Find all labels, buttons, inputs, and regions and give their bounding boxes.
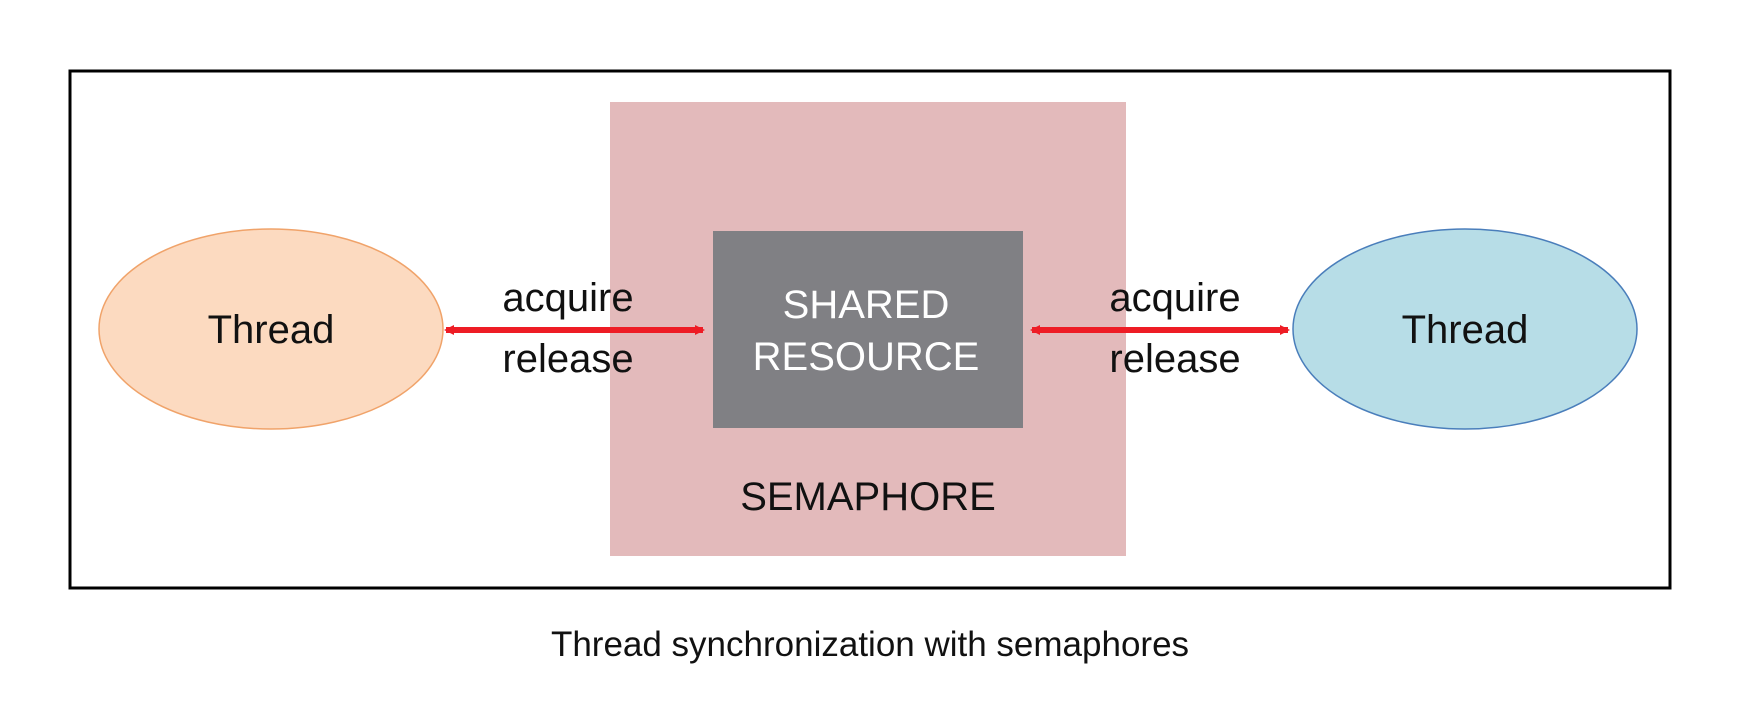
left-acquire-label: acquire (502, 276, 633, 320)
shared-resource-box (713, 231, 1023, 428)
left-thread-label: Thread (208, 308, 335, 352)
shared-resource-label-line2: RESOURCE (753, 335, 980, 379)
left-release-label: release (502, 337, 633, 381)
right-thread-label: Thread (1402, 308, 1529, 352)
right-thread-node (1292, 228, 1638, 430)
right-release-label: release (1109, 337, 1240, 381)
left-thread-node (98, 228, 444, 430)
semaphore-label: SEMAPHORE (740, 475, 996, 519)
diagram-frame (68, 69, 1672, 590)
figure-caption: Thread synchronization with semaphores (550, 625, 1190, 664)
right-acquire-label: acquire (1109, 276, 1240, 320)
shared-resource-label-line1: SHARED (783, 283, 950, 327)
